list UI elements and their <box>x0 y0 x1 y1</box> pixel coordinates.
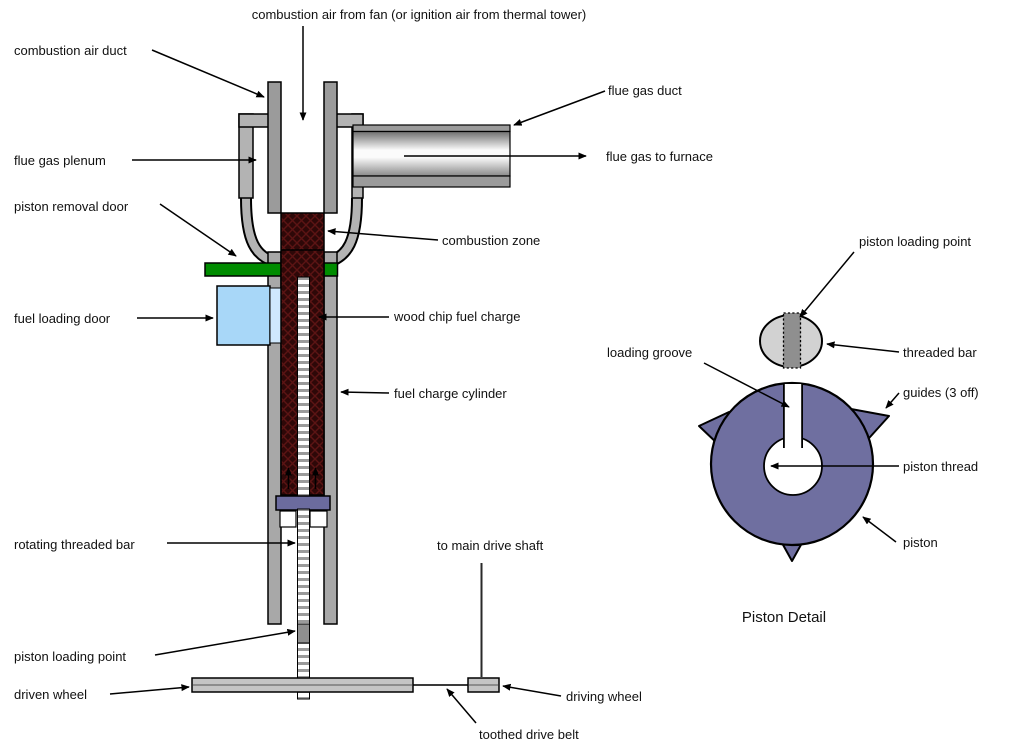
leader-detail-loading-groove <box>703 362 790 408</box>
leader-driving-wheel <box>502 683 562 697</box>
label-detail-piston-thread: piston thread <box>903 459 978 474</box>
piston-removal-door-bar-left <box>204 262 282 277</box>
leader-driven-wheel <box>109 684 190 695</box>
leader-detail-piston-loading-point <box>799 251 855 318</box>
label-driven-wheel: driven wheel <box>14 687 87 702</box>
label-piston-loading-point-left: piston loading point <box>14 649 126 664</box>
detail-threaded-bar-band <box>782 312 802 369</box>
nut-housing-left <box>279 510 297 528</box>
flue-duct-top-wall <box>352 124 511 133</box>
leader-combustion-air-duct <box>151 49 265 98</box>
label-piston-removal-door: piston removal door <box>14 199 129 214</box>
cylinder-wall-right <box>323 251 338 625</box>
fuel-loading-door-inner <box>269 287 282 344</box>
label-rotating-threaded-bar: rotating threaded bar <box>14 537 135 552</box>
label-detail-piston-loading-point: piston loading point <box>859 234 971 249</box>
label-fuel-charge-cylinder: fuel charge cylinder <box>394 386 507 401</box>
leader-fuel-charge-cylinder <box>340 388 390 396</box>
label-wood-chip-fuel-charge: wood chip fuel charge <box>393 309 520 324</box>
label-detail-guides: guides (3 off) <box>903 385 979 400</box>
piston-detail-inset <box>698 312 890 562</box>
label-flue-gas-duct: flue gas duct <box>608 83 682 98</box>
threaded-bar-lower <box>297 508 310 700</box>
leader-piston-loading-point-left <box>154 628 296 656</box>
flue-duct-tube <box>352 130 511 177</box>
leader-detail-guides <box>885 392 900 409</box>
combustion-air-duct-right <box>323 81 338 214</box>
leader-toothed-drive-belt <box>446 688 477 724</box>
label-fuel-loading-door: fuel loading door <box>14 311 111 326</box>
drive-assembly <box>191 563 500 693</box>
label-toothed-drive-belt: toothed drive belt <box>479 727 579 742</box>
nut-housing-right <box>309 510 328 528</box>
label-detail-piston: piston <box>903 535 938 550</box>
label-flue-gas-to-furnace: flue gas to furnace <box>606 149 713 164</box>
label-to-main-drive-shaft: to main drive shaft <box>437 538 544 553</box>
main-apparatus <box>204 81 511 700</box>
labels: combustion air from fan (or ignition air… <box>14 7 979 742</box>
label-detail-threaded-bar: threaded bar <box>903 345 977 360</box>
combustion-air-duct-left <box>267 81 282 214</box>
label-combustion-air-duct: combustion air duct <box>14 43 127 58</box>
leader-detail-threaded-bar <box>826 341 900 353</box>
label-combustion-air-from-fan: combustion air from fan (or ignition air… <box>252 7 587 22</box>
leader-flue-gas-duct <box>513 90 606 126</box>
label-driving-wheel: driving wheel <box>566 689 642 704</box>
label-combustion-zone: combustion zone <box>442 233 540 248</box>
piston-removal-door-bar-right <box>323 262 339 277</box>
flue-duct-bottom-wall <box>352 175 511 188</box>
leader-detail-piston <box>862 516 897 543</box>
label-piston-detail-caption: Piston Detail <box>742 609 826 626</box>
threaded-bar-upper <box>297 276 310 497</box>
piston-loading-segment <box>297 623 310 644</box>
fuel-loading-door-box <box>216 285 271 346</box>
leader-combustion-zone <box>327 228 439 241</box>
leader-piston-removal-door <box>159 203 237 257</box>
leader-lines <box>109 26 900 724</box>
detail-loading-groove-slot <box>783 384 803 446</box>
label-detail-loading-groove: loading groove <box>607 345 692 360</box>
label-flue-gas-plenum: flue gas plenum <box>14 153 106 168</box>
piston-bar <box>275 495 331 511</box>
plenum-top-band-left <box>238 113 271 128</box>
